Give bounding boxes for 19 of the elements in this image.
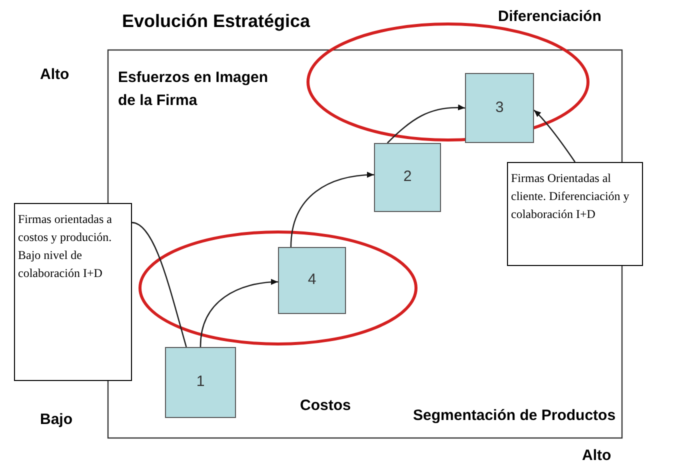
leader-line [132,222,187,348]
arrow [534,110,576,162]
arrow [290,172,374,248]
arrow [200,279,278,348]
arrow [386,104,466,144]
callout-box: Firmas Orientadas al cliente. Diferenciación y colaboración I+D [507,162,643,266]
stage-box: 1 [165,347,236,418]
callout-box: Firmas orientadas a costos y produción. Bajo nivel de colaboración I+D [14,203,132,381]
stage-box: 2 [374,143,441,212]
stage-box: 3 [465,73,534,143]
axis-label: Segmentación de Productos [413,406,616,426]
axis-label: Diferenciación [498,7,602,27]
stage-box: 4 [278,247,346,314]
axis-label: Costos [300,396,351,416]
axis-label: Esfuerzos en Imagen de la Firma [118,68,270,111]
axis-label: Bajo [40,410,73,430]
diagram-title: Evolución Estratégica [122,10,310,33]
axis-label: Alto [40,65,70,85]
axis-label: Alto [582,446,612,466]
